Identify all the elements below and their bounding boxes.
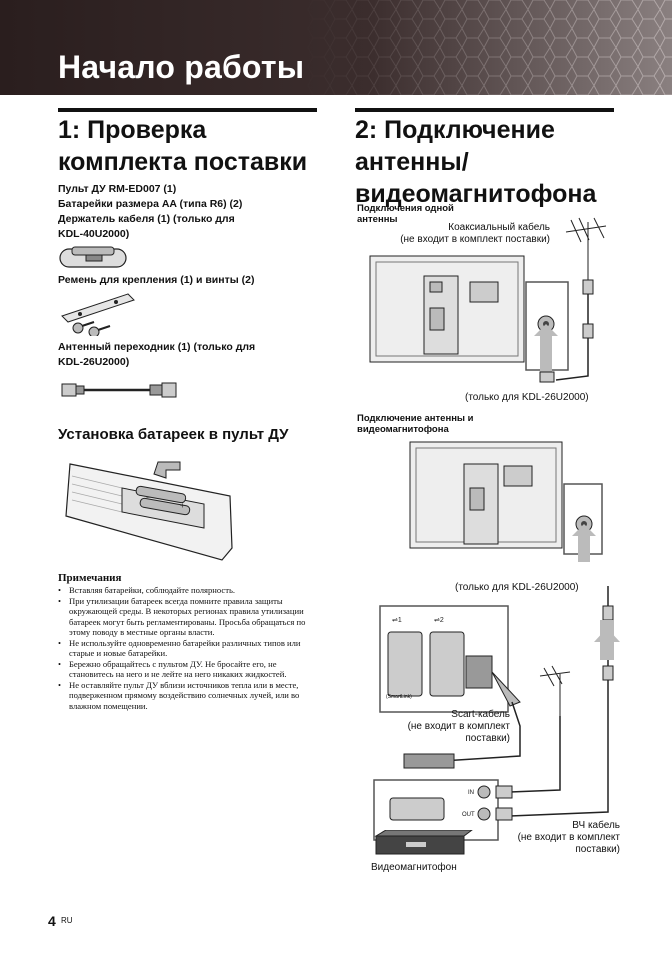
note-item: Бережно обращайтесь с пультом ДУ. Не бро… — [58, 659, 320, 680]
list-item: Пульт ДУ RM-ED007 (1) — [58, 183, 177, 195]
right-heading-rule — [355, 108, 614, 112]
remote-battery-image: − + — [65, 461, 233, 561]
note-item: Не используйте одновременно батарейки ра… — [58, 638, 320, 659]
coax-cable-label: Коаксиальный кабель (не входит в комплек… — [400, 222, 550, 245]
banner-background — [0, 0, 672, 95]
page-number: 4 — [48, 913, 56, 929]
right-heading: 2: Подключение антенны/ видеомагнитофона — [355, 116, 597, 208]
strap-screws-image — [61, 293, 135, 336]
only-kdl26-label-1: (только для KDL-26U2000) — [465, 392, 589, 403]
cable-holder-image — [59, 246, 127, 268]
svg-text:−: − — [146, 493, 151, 502]
left-heading: 1: Проверка комплекта поставки — [58, 116, 308, 176]
single-antenna-diagram — [369, 217, 607, 383]
section1-label: Подключения одной антенны — [357, 203, 454, 225]
battery-heading: Установка батареек в пульт ДУ — [58, 426, 289, 443]
antenna-adapter-image — [61, 382, 177, 398]
antenna-icon — [565, 217, 607, 252]
note-item: При утилизации батареек всегда помните п… — [58, 596, 320, 638]
note-item: Не оставляйте пульт ДУ вблизи источников… — [58, 680, 320, 712]
list-item: KDL-40U2000) — [58, 228, 130, 240]
antenna-vcr-diagram: ⇌1 ⇌2 — [373, 441, 620, 841]
section2-label: Подключение антенны и видеомагнитофона — [357, 413, 474, 435]
strap-item: Ремень для крепления (1) и винты (2) — [58, 274, 255, 286]
svg-text:⇌1: ⇌1 — [392, 617, 402, 624]
list-item: Держатель кабеля (1) (только для — [58, 213, 235, 225]
page-title: Начало работы — [58, 49, 305, 85]
vcr-device-image — [374, 830, 473, 855]
note-item: Вставляя батарейки, соблюдайте полярност… — [58, 585, 320, 596]
header-banner: Начало работы — [0, 0, 672, 95]
vcr-label: Видеомагнитофон — [371, 862, 457, 873]
smartlink-label: (SmartLink) — [386, 694, 412, 700]
adapter-item: Антенный переходник (1) (только для KDL-… — [58, 341, 256, 368]
scart-cable-label: Scart-кабель (не входит в комплект поста… — [407, 709, 510, 744]
only-kdl26-label-2: (только для KDL-26U2000) — [455, 582, 579, 593]
in-port-label: IN — [468, 790, 474, 796]
svg-text:⇌2: ⇌2 — [434, 617, 444, 624]
svg-text:+: + — [180, 501, 185, 510]
notes-title: Примечания — [58, 572, 122, 584]
language-code: RU — [61, 916, 73, 925]
contents-list: Пульт ДУ RM-ED007 (1) Батарейки размера … — [58, 182, 242, 242]
out-port-label: OUT — [462, 812, 475, 818]
rf-cable-label: ВЧ кабель (не входит в комплект поставки… — [517, 820, 620, 855]
left-heading-rule — [58, 108, 317, 112]
notes-list: Вставляя батарейки, соблюдайте полярност… — [58, 585, 320, 711]
list-item: Батарейки размера AA (типа R6) (2) — [58, 198, 243, 210]
